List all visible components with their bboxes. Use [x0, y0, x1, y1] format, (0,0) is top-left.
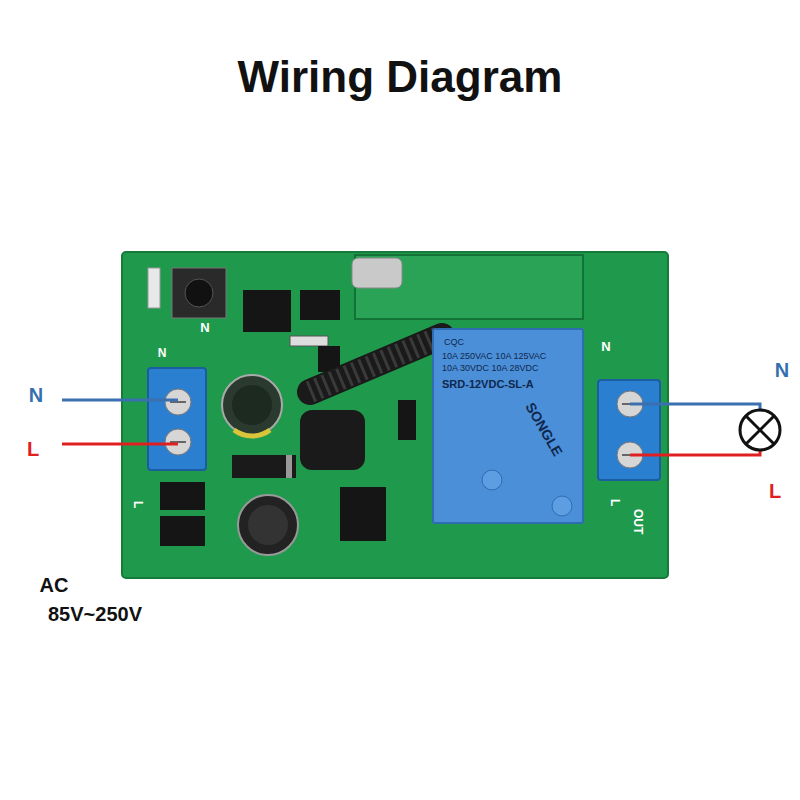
- lamp-cross: [746, 416, 774, 444]
- rectifier: [160, 516, 205, 546]
- neutral-wire: [630, 404, 760, 410]
- voltage-note: AC: [40, 574, 69, 596]
- terminal-screw: [165, 429, 191, 455]
- smd-part: [398, 400, 416, 440]
- capacitor: [238, 495, 298, 555]
- lamp-cross: [746, 416, 774, 444]
- relay-brand: SONGLE: [523, 401, 566, 460]
- wire-label: N: [775, 359, 789, 381]
- terminal-screw: [165, 389, 191, 415]
- diagram-title: Wiring Diagram: [0, 52, 800, 102]
- live-wire: [62, 443, 178, 446]
- ic-chip: [300, 290, 340, 320]
- silk-label: N: [158, 347, 167, 360]
- diode: [232, 455, 296, 478]
- push-button-cap: [185, 279, 213, 307]
- relay-rivet: [482, 470, 502, 490]
- live-wire: [630, 450, 760, 455]
- capacitor: [222, 375, 282, 435]
- terminal-block: [598, 380, 660, 480]
- antenna-coil-turns: [310, 336, 442, 392]
- silk-label: N: [601, 340, 610, 354]
- silk-label: N: [200, 321, 209, 335]
- circuit-board: [122, 252, 668, 578]
- ic-chip: [340, 487, 386, 541]
- silk-label: OUT: [631, 509, 644, 534]
- diode: [290, 336, 328, 346]
- wire-label: N: [29, 384, 43, 406]
- led-pad: [148, 268, 160, 308]
- silk-label: L: [608, 499, 621, 506]
- rectifier: [160, 482, 205, 510]
- inductor: [300, 410, 365, 470]
- capacitor-top: [232, 385, 272, 425]
- push-button: [172, 268, 226, 318]
- wire-label: L: [769, 480, 781, 502]
- antenna-coil: [310, 336, 442, 392]
- crystal: [352, 258, 402, 288]
- relay-rating: 10A 250VAC 10A 125VAC: [442, 352, 546, 362]
- silk-label: L: [131, 501, 144, 508]
- relay-rivet: [552, 496, 572, 516]
- ic-chip: [243, 290, 291, 332]
- diode-band: [286, 455, 292, 478]
- wire-label: L: [27, 438, 39, 460]
- terminal-block: [148, 368, 206, 470]
- capacitor-top: [248, 505, 288, 545]
- relay-rating: 10A 30VDC 10A 28VDC: [442, 364, 539, 374]
- lamp-symbol: [740, 410, 780, 450]
- voltage-note: 85V~250V: [48, 603, 142, 625]
- relay-box: CQC 10A 250VAC 10A 125VAC 10A 30VDC 10A 28…: [432, 328, 584, 524]
- cert-mark: CQC: [444, 338, 464, 348]
- capacitor-band: [234, 430, 270, 436]
- relay-model: SRD-12VDC-SL-A: [442, 378, 534, 390]
- neutral-wire: [62, 399, 178, 402]
